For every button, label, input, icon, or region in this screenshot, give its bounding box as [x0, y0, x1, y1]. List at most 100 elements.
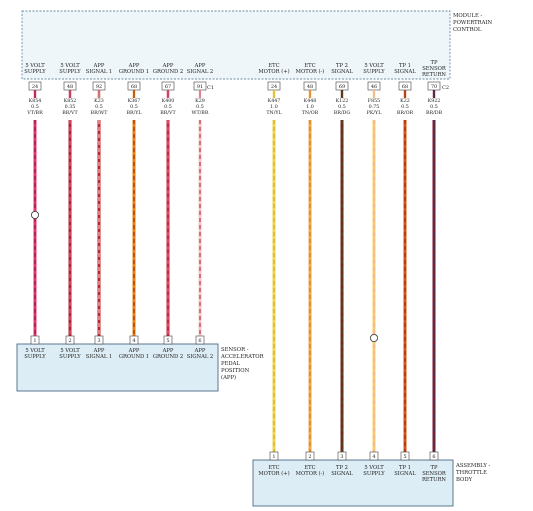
app-pin-number: 6 [198, 338, 201, 344]
throttle-pin-label: RETURN [422, 477, 446, 483]
wire-color-label: BR/DG [334, 110, 351, 116]
wire-gauge-label: 0.5 [401, 104, 409, 110]
app-pin-box [94, 335, 104, 345]
throttle-pin-number: 2 [308, 454, 311, 460]
splice-marker [30, 210, 39, 219]
wire-color-label: BR/VT [62, 110, 78, 116]
wire-color-label: TN/OR [302, 110, 319, 116]
wire-circuit-label: K367 [128, 98, 141, 104]
wire-circuit-label: K122 [336, 98, 349, 104]
pcm-label-line-2: POWERTRAIN [453, 20, 493, 26]
throttle-body-box [252, 459, 454, 507]
wire-gauge-label: 0.5 [196, 104, 204, 110]
wire-circuit-label: K448 [304, 98, 317, 104]
wire-circuit-label: K400 [162, 98, 175, 104]
throttle-pin-label: MOTOR (-) [296, 470, 325, 477]
throttle-pin-label: TP 1 [399, 465, 411, 471]
module-pin-label: SIGNAL [394, 69, 416, 75]
throttle-pin-box [400, 451, 410, 461]
wire-circuit-label: K23 [94, 98, 104, 104]
module-pin-label: SIGNAL [331, 69, 353, 75]
app-label-line-4: POSITION [221, 368, 250, 374]
module-pin-number: 48 [307, 84, 313, 90]
app-pin-label: SIGNAL 2 [187, 354, 213, 360]
wire-color-label: BR/VT [160, 110, 176, 116]
app-pin-label: APP [194, 348, 206, 354]
module-pin-number: 91 [197, 84, 203, 90]
throttle-pin-box [269, 451, 279, 461]
throttle-pin-label: ETC [304, 465, 315, 471]
throttle-pin-label: SENSOR [422, 471, 447, 477]
pcm-label-line-3: CONTROL [453, 27, 482, 33]
app-pin-number: 4 [132, 338, 135, 344]
module-pin-label: TP [431, 60, 438, 66]
throttle-pin-label: MOTOR (+) [258, 470, 289, 477]
module-pin-label: SENSOR [422, 66, 447, 72]
wire-circuit-label: F855 [368, 98, 380, 104]
module-pin-label: SUPPLY [24, 69, 46, 75]
module-pin-label: ETC [304, 63, 315, 69]
module-pin-label: RETURN [422, 72, 446, 78]
throttle-pin-number: 3 [340, 454, 343, 460]
wire-color-label: VT/BR [26, 110, 43, 116]
module-pin-label: 5 VOLT [60, 63, 80, 69]
module-pin-label: 5 VOLT [364, 63, 384, 69]
module-pin-number: 24 [271, 84, 277, 90]
module-pin-label: TP 1 [399, 63, 411, 69]
app-pin-box [195, 335, 205, 345]
wire-circuit-label: K447 [268, 98, 281, 104]
throttle-label-line-2: THROTTLE [456, 470, 487, 476]
app-sensor-box [16, 343, 219, 392]
wire-circuit-label: K22 [400, 98, 410, 104]
module-pin-number: 70 [431, 84, 437, 90]
wire-gauge-label: 1.0 [306, 104, 314, 110]
throttle-pin-label: SIGNAL [331, 471, 353, 477]
module-pin-label: SUPPLY [363, 69, 385, 75]
app-pin-number: 3 [97, 338, 100, 344]
throttle-pin-label: SUPPLY [363, 471, 385, 477]
app-pin-label: SUPPLY [59, 354, 81, 360]
throttle-pin-number: 6 [432, 454, 435, 460]
module-pin-label: 5 VOLT [25, 63, 45, 69]
splice-marker [369, 333, 378, 342]
throttle-pin-number: 4 [372, 454, 375, 460]
wire-gauge-label: 0.5 [130, 104, 138, 110]
app-sensor-label: SENSOR - ACCELERATOR PEDAL POSITION (APP… [220, 347, 265, 381]
wire-color-label: BR/OR [397, 110, 414, 116]
throttle-pin-label: TP [431, 465, 438, 471]
wire-gauge-label: 0.5 [95, 104, 103, 110]
throttle-pin-box [305, 451, 315, 461]
module-pin-label: APP [162, 63, 174, 69]
module-pin-number: 69 [339, 84, 345, 90]
module-pin-number: 48 [67, 84, 73, 90]
throttle-pin-box [337, 451, 347, 461]
app-pin-label: APP [128, 348, 140, 354]
app-pin-box [129, 335, 139, 345]
throttle-pin-number: 1 [272, 454, 275, 460]
app-pin-label: 5 VOLT [60, 348, 80, 354]
throttle-pin-box [369, 451, 379, 461]
wire-gauge-label: 0.5 [31, 104, 39, 110]
module-pin-label: SIGNAL 1 [86, 69, 112, 75]
app-pin-label: APP [93, 348, 105, 354]
module-pin-label: GROUND 2 [153, 69, 183, 75]
module-pin-number: 68 [131, 84, 137, 90]
wire-color-label: BR/WT [91, 110, 109, 116]
wire-color-label: BR/DB [426, 110, 443, 116]
throttle-pin-number: 5 [403, 454, 406, 460]
throttle-pin-label: TP 2 [336, 465, 348, 471]
module-pin-label: MOTOR (+) [258, 68, 289, 75]
wire-gauge-label: 0.75 [369, 104, 380, 110]
throttle-pin-label: ETC [268, 465, 279, 471]
app-pin-label: APP [162, 348, 174, 354]
module-pin-label: SIGNAL 2 [187, 69, 213, 75]
module-pin-label: APP [93, 63, 105, 69]
pcm-label-line-1: MODULE - [453, 13, 483, 19]
app-pin-label: GROUND 2 [153, 354, 183, 360]
module-pin-number: 68 [402, 84, 408, 90]
app-pin-label: SIGNAL 1 [86, 354, 112, 360]
module-pin-label: TP 2 [336, 63, 348, 69]
wire-gauge-label: 0.5 [164, 104, 172, 110]
throttle-pin-label: 5 VOLT [364, 465, 384, 471]
